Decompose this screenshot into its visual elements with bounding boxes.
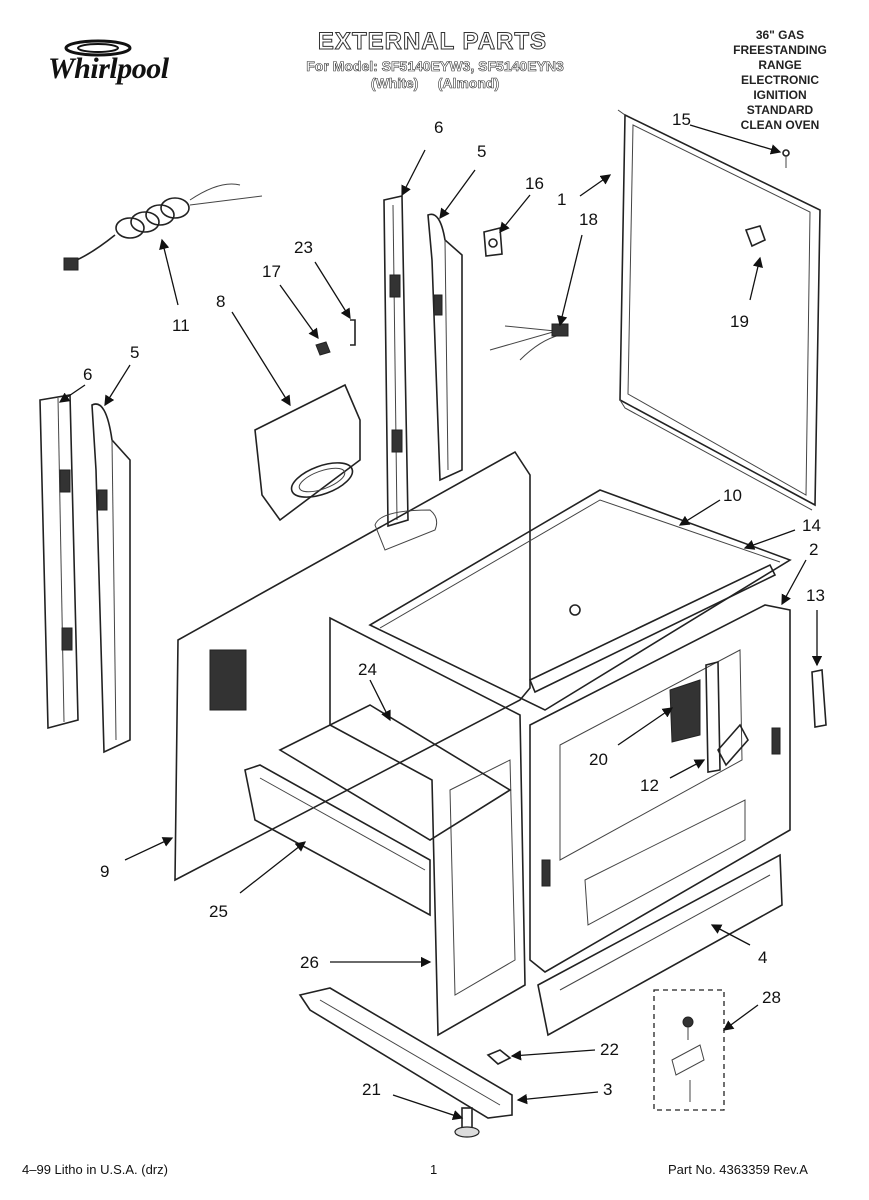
page-title: EXTERNAL PARTS	[317, 28, 548, 56]
callout-19: 19	[730, 312, 749, 331]
part-21-leveling-leg-icon	[454, 1107, 480, 1138]
part-4-kick-plate	[537, 853, 783, 1037]
callout-8: 8	[216, 292, 226, 311]
part-22-clip-icon	[486, 1049, 512, 1065]
spec-line: CLEAN OVEN	[740, 118, 820, 132]
spec-line: FREESTANDING	[733, 43, 827, 57]
callout-3: 3	[603, 1080, 613, 1099]
callout-10: 10	[723, 486, 742, 505]
part-25-bracket	[244, 764, 431, 917]
part-3-base-rail	[298, 987, 513, 1119]
brand-name: Whirlpool	[48, 52, 169, 85]
part-9-side-panel	[174, 450, 531, 882]
callout-1: 1	[557, 190, 567, 209]
part-number: Part No. 4363359 Rev.A	[668, 1162, 808, 1177]
footer-litho: 4–99 Litho in U.S.A. (drz)	[22, 1162, 168, 1177]
spec-line: RANGE	[758, 58, 802, 72]
part-28-anti-tip-kit	[653, 989, 725, 1111]
callout-2: 2	[809, 540, 819, 559]
callout-20: 20	[589, 750, 608, 769]
callout-28: 28	[762, 988, 781, 1007]
part-5-left-side-rail	[91, 403, 131, 754]
callout-13: 13	[806, 586, 825, 605]
part-15-screw-icon	[782, 149, 790, 168]
callout-12: 12	[640, 776, 659, 795]
part-26-oven-body	[329, 616, 526, 1037]
callout-11: 11	[172, 316, 190, 335]
callout-5-left: 5	[130, 343, 140, 362]
part-18-harness-icon	[489, 323, 569, 361]
callout-17: 17	[262, 262, 281, 281]
part-20-bracket	[669, 679, 701, 743]
part-14-strip	[528, 563, 777, 694]
callout-9: 9	[100, 862, 110, 881]
callout-5-top: 5	[477, 142, 487, 161]
part-11-cord-icon	[63, 183, 263, 271]
callout-4: 4	[758, 948, 768, 967]
callout-24: 24	[358, 660, 377, 679]
part-6-upper-side-rail	[383, 195, 409, 528]
callout-15: 15	[672, 110, 691, 129]
part-17-clip-icon	[315, 341, 331, 356]
spec-line: ELECTRONIC	[741, 73, 819, 87]
part-12-hinge	[705, 660, 749, 773]
callout-14: 14	[802, 516, 821, 535]
part-1-frame	[617, 109, 821, 511]
callout-6-top: 6	[434, 118, 444, 137]
page-number: 1	[430, 1162, 438, 1177]
part-6-left-side-rail	[39, 394, 79, 730]
part-16-bracket-icon	[483, 226, 503, 257]
part-24-shelf	[278, 704, 512, 841]
whirlpool-logo: Whirlpool	[38, 28, 203, 108]
color-line: (White) (Almond)	[370, 75, 500, 92]
logo-swirl-icon	[64, 39, 132, 57]
callout-18: 18	[579, 210, 598, 229]
callout-arrows	[58, 124, 823, 1121]
model-line: For Model: SF5140EYW3, SF5140EYN3	[306, 58, 564, 75]
part-2-front-frame	[529, 604, 791, 973]
callout-16: 16	[525, 174, 544, 193]
part-8-vent-duct	[254, 383, 361, 522]
part-5-upper-side-rail	[427, 213, 463, 482]
callout-26: 26	[300, 953, 319, 972]
part-10-top-panel	[368, 489, 792, 711]
callout-23: 23	[294, 238, 313, 257]
spec-line: STANDARD	[746, 103, 814, 117]
model-subtitle: For Model: SF5140EYW3, SF5140EYN3 (White…	[290, 58, 580, 92]
part-13-strip	[811, 669, 827, 728]
callout-21: 21	[362, 1080, 381, 1099]
spec-line: IGNITION	[753, 88, 807, 102]
spec-line: 36" GAS	[755, 28, 805, 42]
part-23-clip-icon	[350, 319, 356, 346]
callout-6-left: 6	[83, 365, 93, 384]
part-19-clip-icon	[744, 225, 766, 248]
callout-25: 25	[209, 902, 228, 921]
callout-22: 22	[600, 1040, 619, 1059]
spec-block: 36" GAS FREESTANDING RANGE ELECTRONIC IG…	[715, 28, 845, 133]
